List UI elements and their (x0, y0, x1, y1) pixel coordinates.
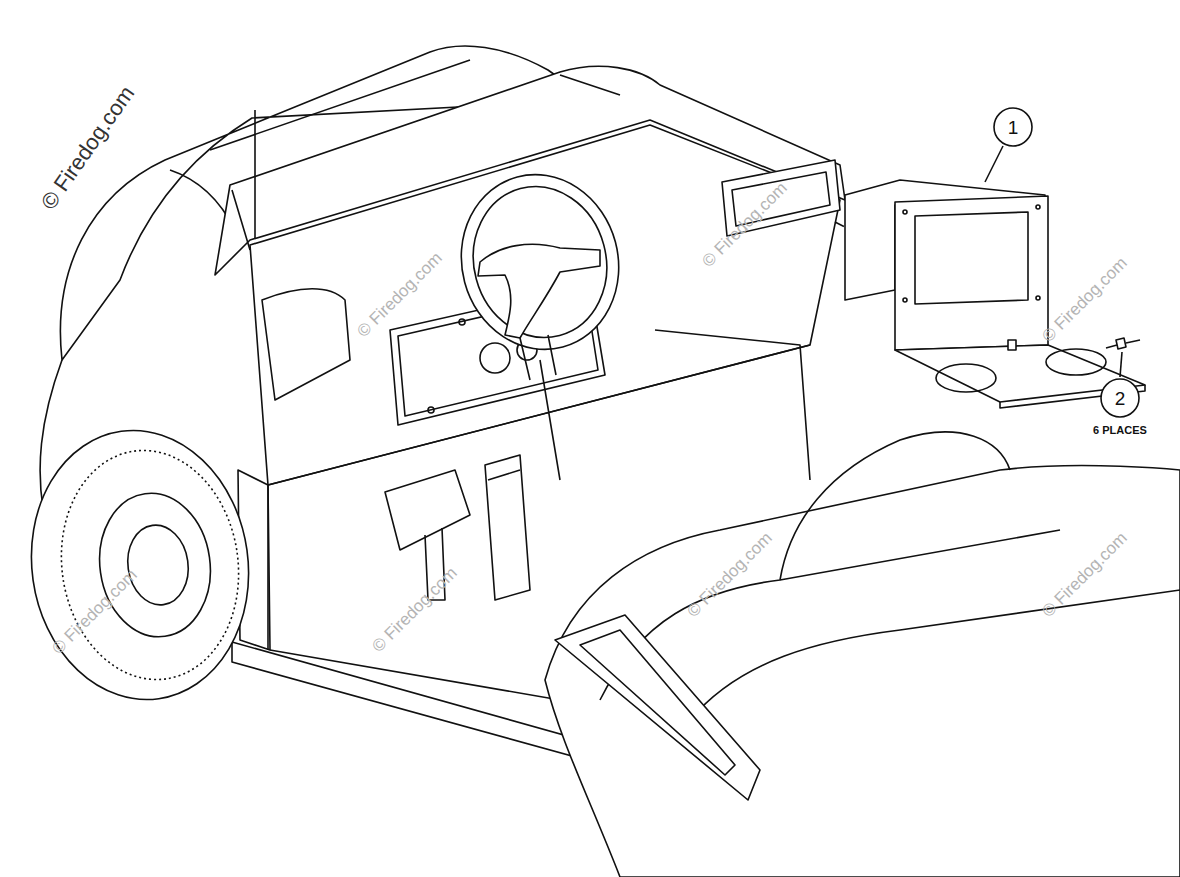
door-latch (1008, 340, 1016, 350)
screw (428, 407, 434, 413)
hole (1036, 205, 1040, 209)
hole (1036, 296, 1040, 300)
hole (903, 298, 907, 302)
watermark: © Firedog.com (698, 178, 791, 271)
seat-back (780, 432, 1010, 580)
armrest-inner (580, 630, 735, 775)
armrest (555, 615, 760, 800)
steering-column (520, 335, 556, 380)
front-tire-inner (47, 439, 253, 691)
cup-holder (936, 364, 996, 392)
watermark: © Firedog.com (1038, 528, 1131, 621)
screw (459, 319, 465, 325)
accelerator-pedal (485, 455, 530, 600)
steering-wheel-inner (457, 172, 624, 353)
watermark: © Firedog.com (1038, 253, 1131, 346)
leader-line (1120, 352, 1122, 377)
wheel-hub (123, 521, 194, 609)
front-tire (14, 416, 265, 713)
watermark: © Firedog.com (683, 528, 776, 621)
glove-box-opening-frame (915, 212, 1028, 304)
callout-circle-outline (994, 108, 1032, 146)
accelerator-pedal-face (488, 470, 520, 480)
steering-wheel-hub (478, 244, 600, 338)
cup-holder (1046, 349, 1106, 375)
glove-box-frame (895, 196, 1048, 350)
callout-bubble: 1 (993, 107, 1033, 147)
watermark: © Firedog.com (48, 565, 141, 658)
callout-number: 2 (1100, 389, 1140, 408)
wheel-rim (91, 486, 220, 644)
screw (1116, 338, 1126, 349)
callout-note: 6 PLACES (1093, 424, 1147, 436)
glove-box-door-edge (1000, 385, 1145, 408)
screw-shank (1106, 340, 1140, 348)
callout-number: 1 (993, 118, 1033, 137)
callout-circle-outline (1101, 379, 1139, 417)
seat (545, 466, 1180, 877)
hole (903, 210, 907, 214)
watermark: © Firedog.com (36, 81, 140, 214)
dash-face (250, 125, 840, 485)
brake-pedal (385, 470, 470, 550)
watermark: © Firedog.com (368, 563, 461, 656)
key-switch (480, 343, 510, 373)
steering-wheel (442, 157, 638, 367)
callout-bubble: 26 PLACES (1100, 378, 1140, 418)
watermark: © Firedog.com (353, 248, 446, 341)
leader-line (985, 146, 1003, 182)
